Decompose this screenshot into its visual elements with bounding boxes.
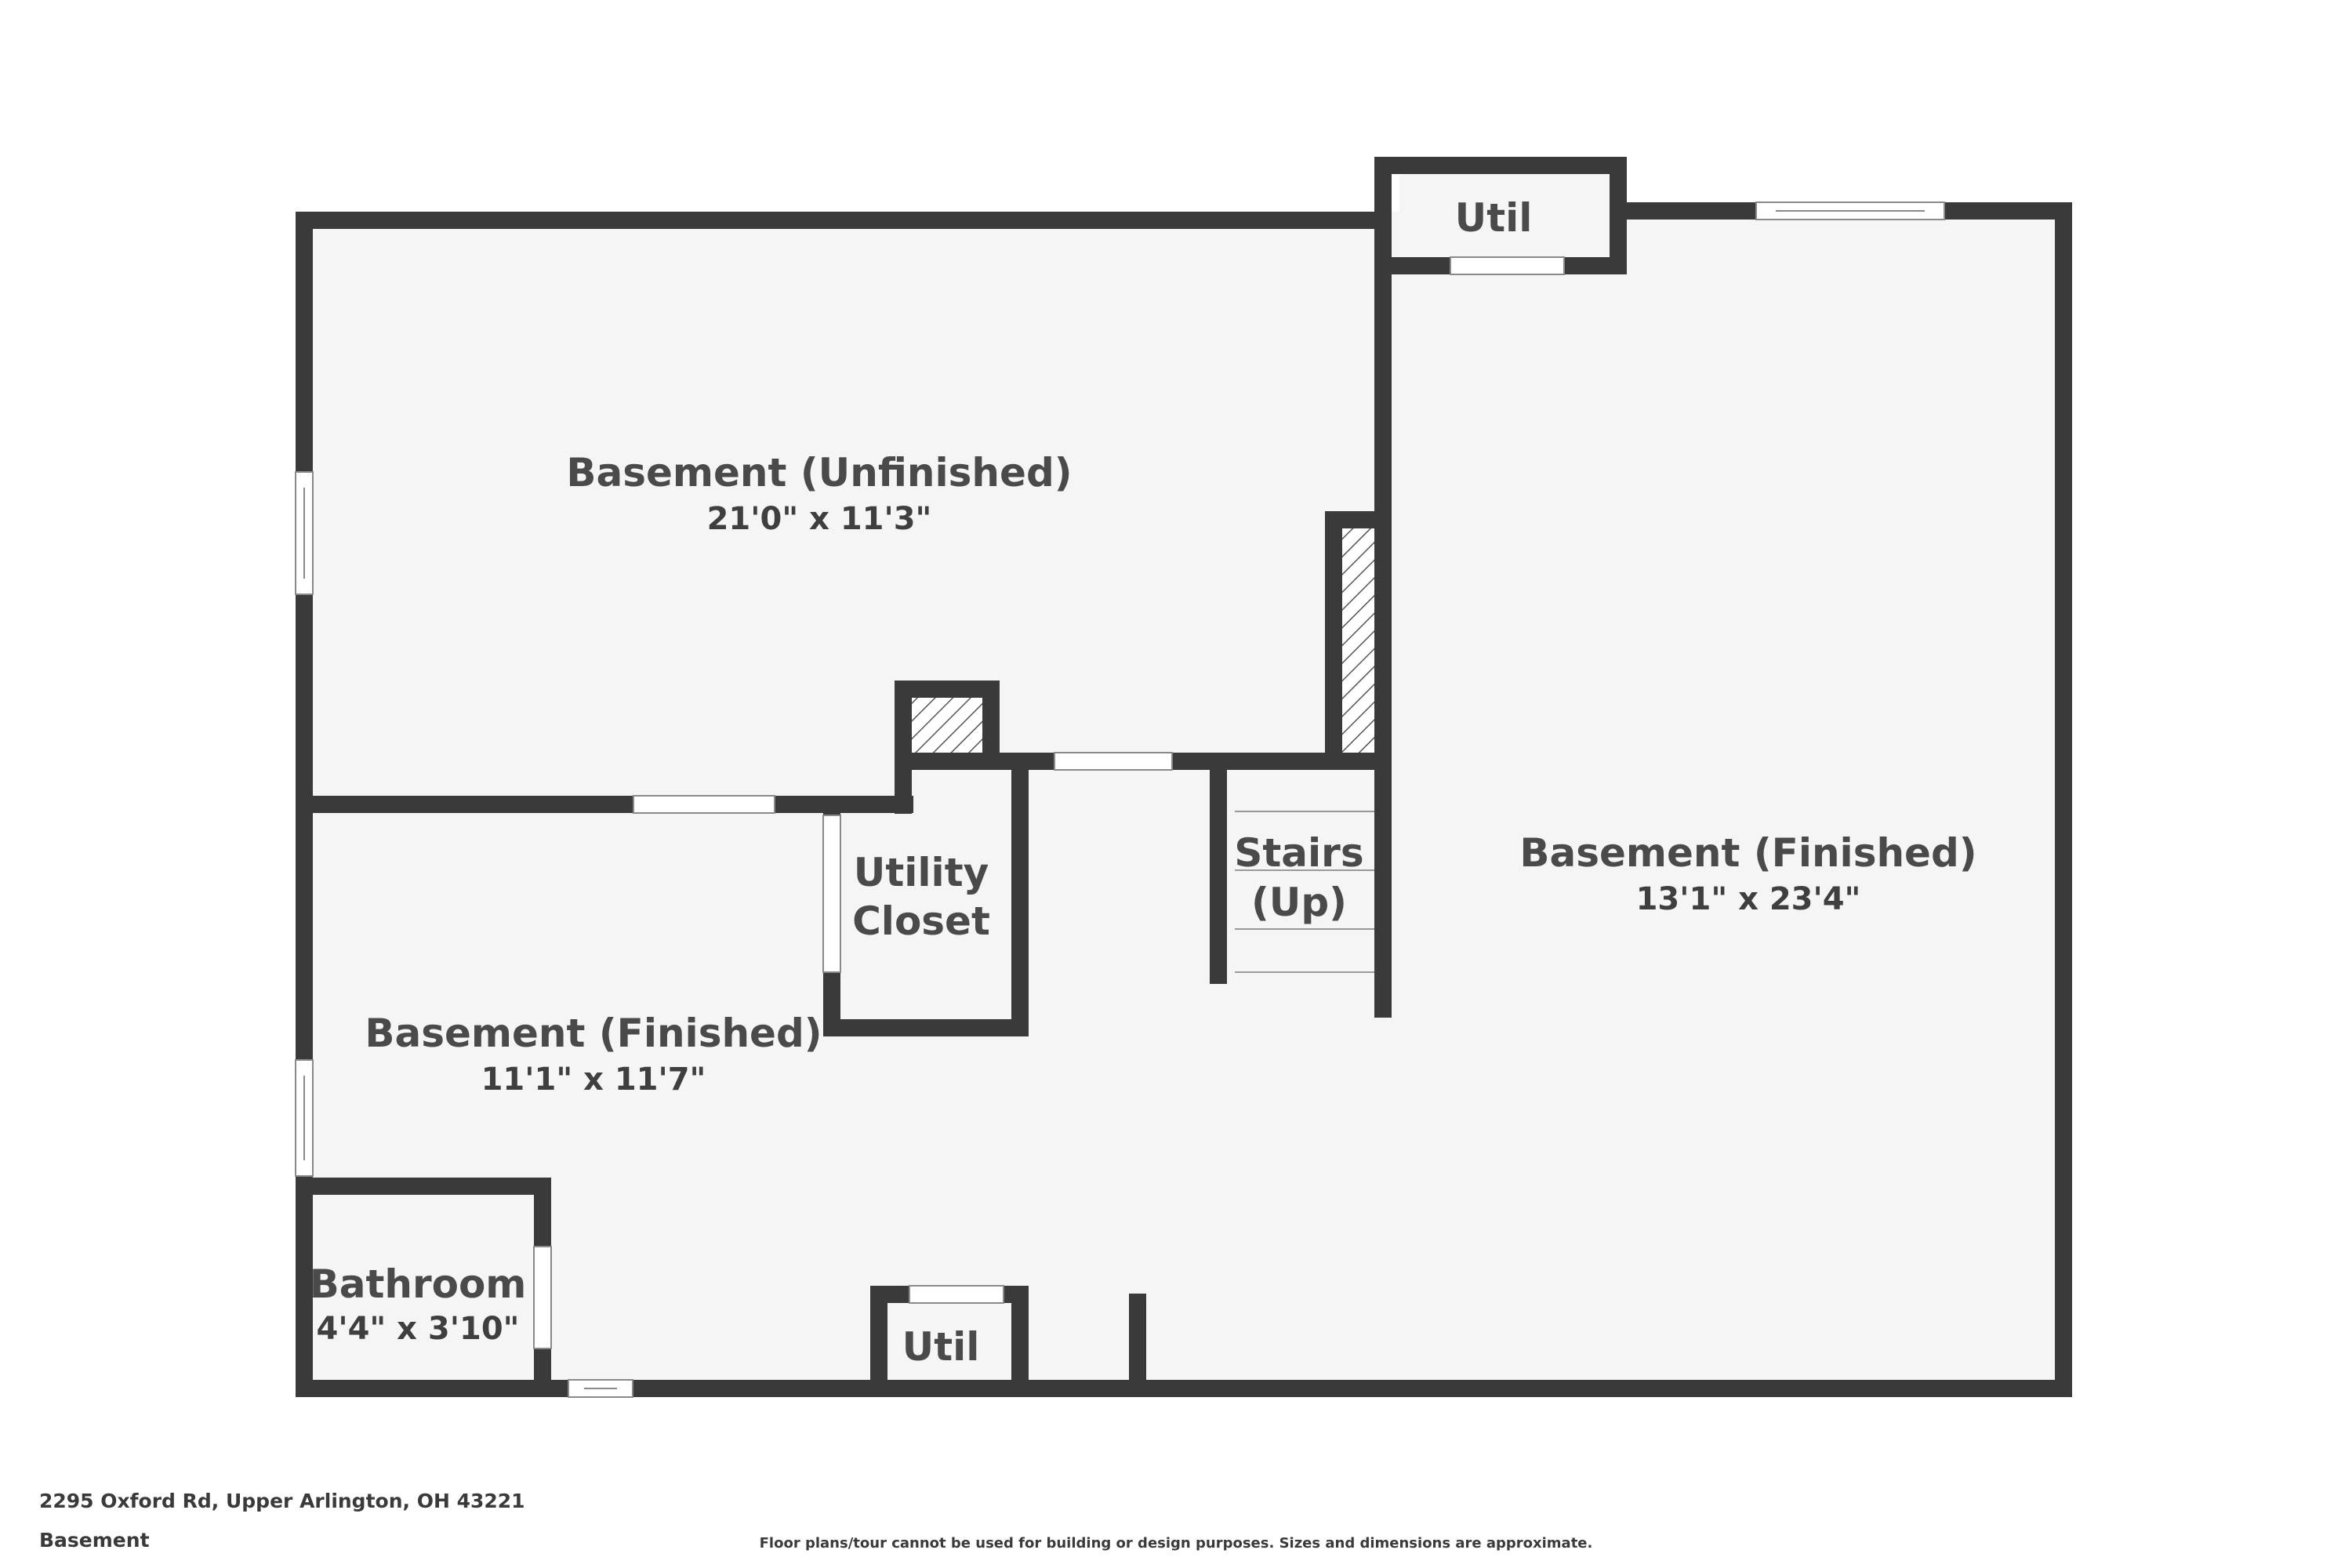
room-name-utility-closet-line1: Utility [854,850,989,895]
stair-treads [1235,811,1380,973]
floor-level-label: Basement [39,1529,150,1552]
chimney-block [912,698,982,759]
room-name-stairs-line2: (Up) [1251,880,1347,925]
room-name-util-bottom: Util [902,1324,980,1370]
room-dims-bathroom: 4'4" x 3'10" [317,1311,520,1347]
openings [295,201,1945,1398]
room-name-utility-closet-line2: Closet [852,898,990,944]
disclaimer-text: Floor plans/tour cannot be used for buil… [759,1535,1593,1552]
room-name-finished-left: Basement (Finished) [365,1011,822,1056]
room-dims-finished-right: 13'1" x 23'4" [1636,881,1861,917]
property-address: 2295 Oxford Rd, Upper Arlington, OH 4322… [39,1490,525,1512]
floor-fill [312,174,2070,1396]
room-name-stairs-line1: Stairs [1234,830,1363,876]
room-name-util-top: Util [1455,195,1533,241]
column-block [1342,528,1377,762]
room-name-bathroom: Bathroom [310,1261,527,1307]
room-name-finished-right: Basement (Finished) [1519,830,1976,876]
room-name-unfinished: Basement (Unfinished) [566,450,1072,495]
room-dims-finished-left: 11'1" x 11'7" [481,1062,706,1098]
room-dims-unfinished: 21'0" x 11'3" [707,501,932,537]
